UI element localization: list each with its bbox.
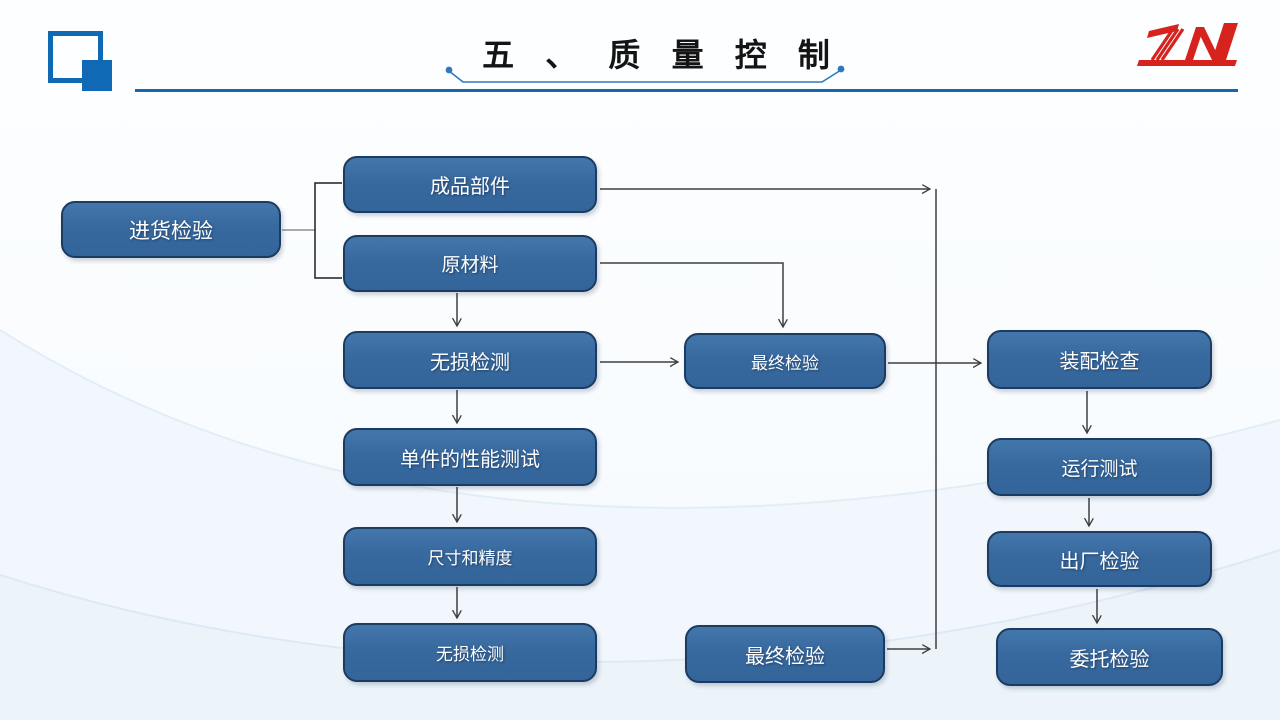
node-operation-test: 运行测试	[987, 438, 1212, 496]
node-ndt-lower: 无损检测	[343, 623, 597, 682]
node-final-inspection-bottom: 最终检验	[685, 625, 885, 683]
node-label: 最终检验	[751, 353, 819, 374]
title-underline-decoration	[445, 65, 845, 83]
node-label: 无损检测	[430, 349, 510, 374]
node-final-inspection-middle: 最终检验	[684, 333, 886, 389]
company-logo-icon	[1137, 23, 1238, 66]
node-label: 无损检测	[436, 645, 504, 665]
node-label: 尺寸和精度	[427, 549, 513, 569]
node-label: 原材料	[441, 254, 499, 276]
node-commissioned-inspection: 委托检验	[996, 628, 1223, 686]
node-label: 成品部件	[430, 174, 510, 198]
node-raw-materials: 原材料	[343, 235, 597, 292]
node-label: 进货检验	[129, 218, 213, 243]
square-fill-icon	[82, 60, 112, 91]
node-dimension-precision: 尺寸和精度	[343, 527, 597, 586]
node-ndt-upper: 无损检测	[343, 331, 597, 389]
node-incoming-inspection: 进货检验	[61, 201, 281, 258]
node-label: 出厂检验	[1059, 548, 1140, 573]
node-finished-parts: 成品部件	[343, 156, 597, 213]
node-assembly-inspection: 装配检查	[987, 330, 1212, 389]
node-label: 最终检验	[745, 643, 825, 668]
node-label: 装配检查	[1059, 349, 1140, 373]
node-unit-performance-test: 单件的性能测试	[343, 428, 597, 486]
square-outline-icon	[48, 31, 103, 83]
node-label: 委托检验	[1069, 646, 1150, 671]
node-label: 运行测试	[1061, 457, 1138, 480]
page-title: 五 、 质 量 控 制	[482, 36, 840, 74]
header-divider-line	[135, 89, 1238, 92]
node-factory-inspection: 出厂检验	[987, 531, 1212, 587]
node-label: 单件的性能测试	[400, 446, 540, 471]
